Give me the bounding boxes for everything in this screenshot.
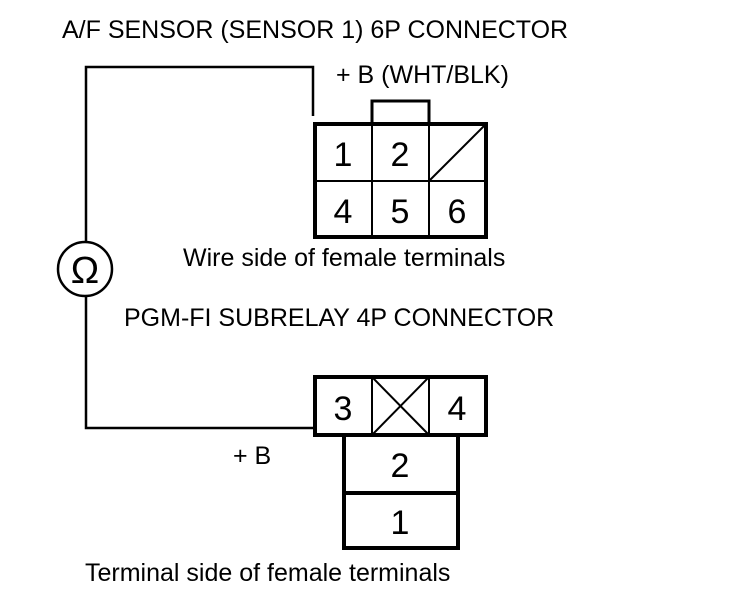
top-wire-label: + B (WHT/BLK) <box>336 61 509 89</box>
top-pin-2: 2 <box>391 136 410 174</box>
top-connector-caption: Wire side of female terminals <box>183 244 505 272</box>
bottom-connector-title: PGM-FI SUBRELAY 4P CONNECTOR <box>124 304 554 332</box>
top-pin-4: 4 <box>334 193 353 231</box>
top-pin-1: 1 <box>334 136 353 174</box>
top-connector: 1 2 4 5 6 <box>313 99 488 239</box>
bottom-pin-4: 4 <box>448 390 467 428</box>
ohmmeter-icon: Ω <box>56 240 114 298</box>
lower-test-lead <box>84 296 315 430</box>
bottom-connector-caption: Terminal side of female terminals <box>85 559 450 587</box>
unused-cavity-slash <box>428 123 487 182</box>
bottom-pin-2: 2 <box>391 447 410 485</box>
ohmmeter-circle <box>56 240 114 298</box>
top-connector-title: A/F SENSOR (SENSOR 1) 6P CONNECTOR <box>62 16 568 44</box>
bottom-connector: 3 4 2 1 <box>313 375 488 550</box>
bottom-connector-bottom-row <box>342 491 460 550</box>
connector-lock-tab <box>370 99 431 126</box>
upper-test-lead <box>84 65 315 242</box>
ohm-symbol: Ω <box>71 250 99 292</box>
bottom-pin-3: 3 <box>334 390 353 428</box>
bottom-pin-1: 1 <box>391 504 410 542</box>
top-pin-6: 6 <box>448 193 467 231</box>
bottom-wire-label: + B <box>233 442 271 470</box>
top-pin-5: 5 <box>391 193 410 231</box>
blocked-cavity-cross-b <box>371 376 430 436</box>
